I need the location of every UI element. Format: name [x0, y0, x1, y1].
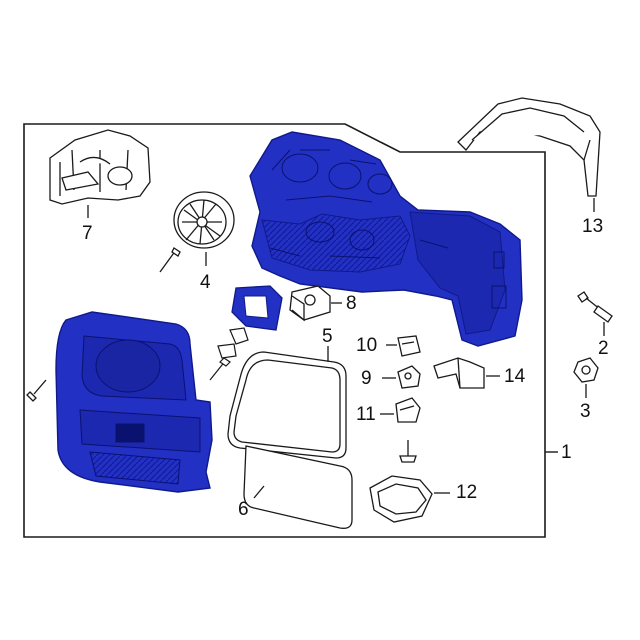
part-clip-11 [395, 397, 421, 423]
callout-9: 9 [361, 368, 372, 389]
callout-14: 14 [504, 366, 526, 387]
callout-4: 4 [200, 272, 211, 293]
callout-7: 7 [82, 223, 93, 244]
part-housing-highlighted [249, 131, 523, 347]
part-bolt-2 [577, 291, 613, 323]
part-connector-14 [433, 357, 485, 389]
part-sensor-8 [289, 285, 331, 322]
part-mirror-glass-5 [227, 351, 347, 459]
callout-1: 1 [561, 442, 572, 463]
callout-8: 8 [346, 293, 357, 314]
leader-line-6 [253, 485, 265, 499]
part-cap-13 [457, 97, 601, 197]
part-motor-4 [173, 191, 235, 249]
screw-4 [159, 247, 181, 273]
callout-10: 10 [356, 335, 378, 356]
callout-2: 2 [598, 338, 609, 359]
callout-13: 13 [582, 216, 604, 237]
part-clip-10 [397, 335, 421, 357]
part-clip-9 [397, 365, 421, 389]
part-clips [209, 327, 249, 381]
part-bracket-7 [49, 129, 151, 205]
callout-5: 5 [322, 326, 333, 347]
callout-6: 6 [238, 499, 249, 520]
assembly-frame [23, 123, 546, 538]
callout-11: 11 [356, 404, 376, 425]
screw-left [26, 379, 47, 402]
part-back-cover-highlighted [55, 311, 213, 493]
part-nut-3 [573, 357, 599, 383]
screw-center [399, 440, 417, 463]
part-lamp-12 [369, 475, 433, 523]
callout-12: 12 [456, 482, 478, 503]
part-bracket-highlighted [231, 285, 283, 331]
callout-3: 3 [580, 401, 591, 422]
part-mirror-lens-6 [243, 445, 353, 529]
